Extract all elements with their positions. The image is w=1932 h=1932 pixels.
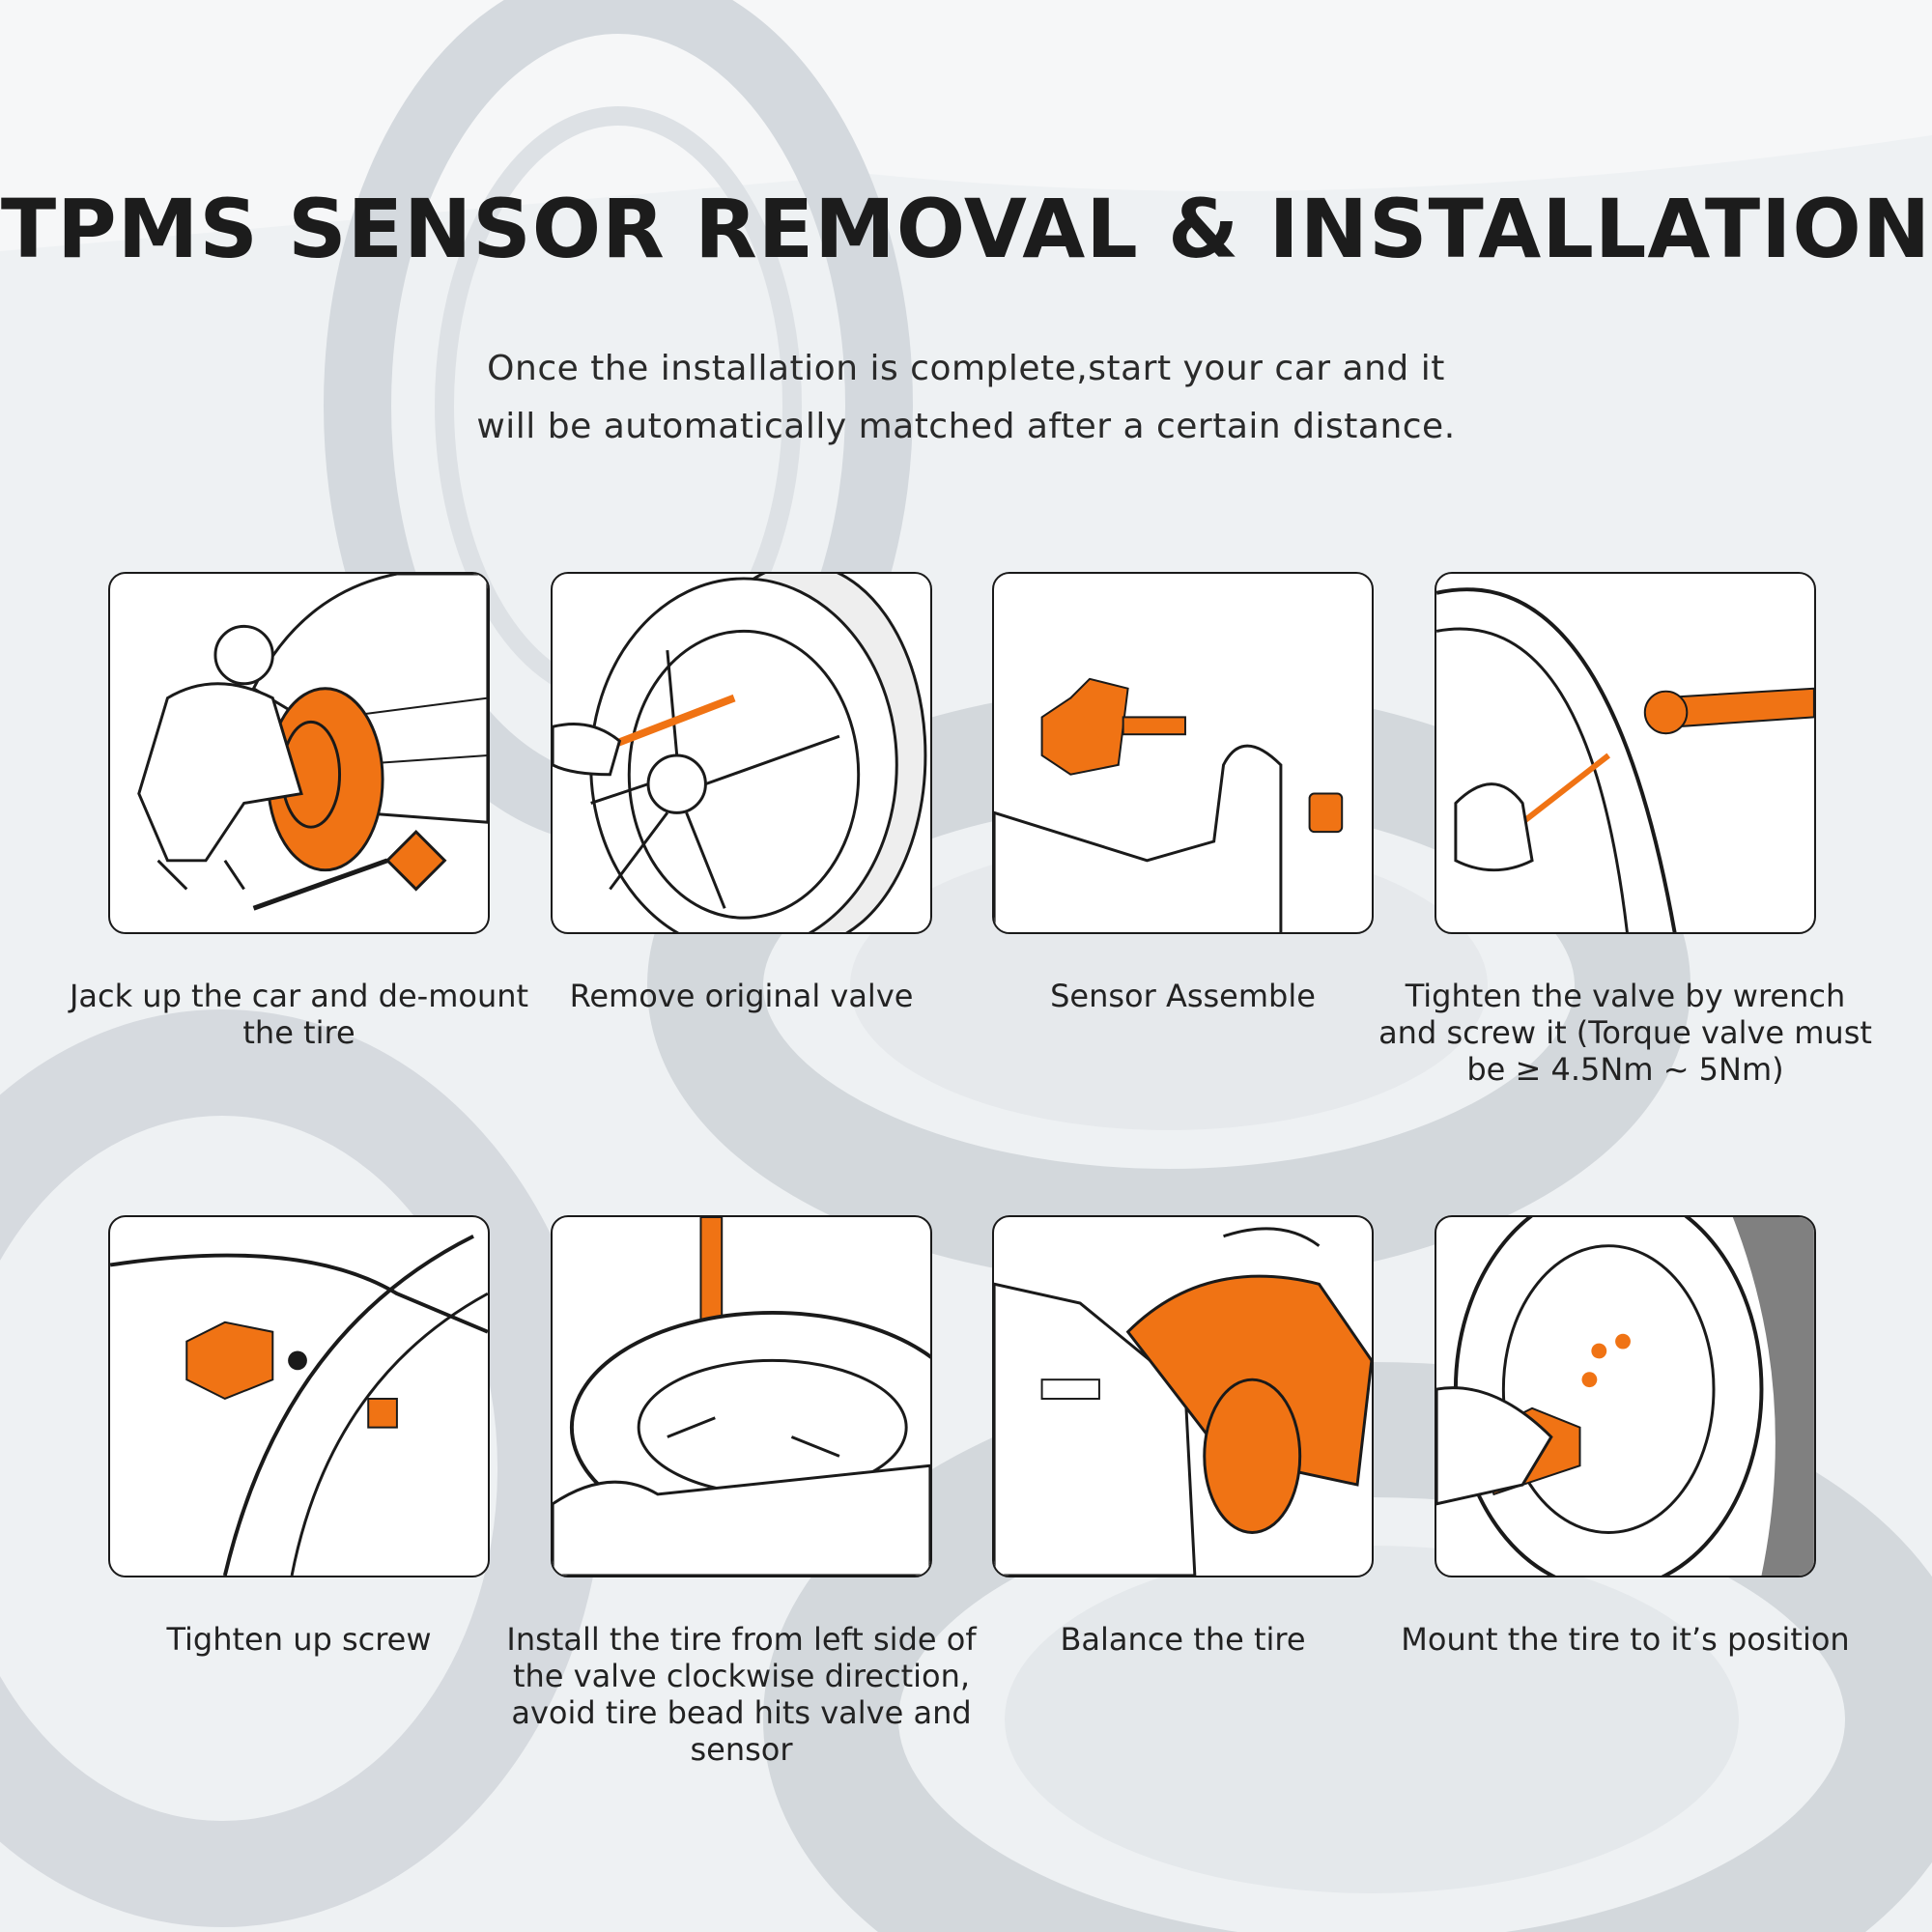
step-1-card xyxy=(108,572,490,934)
step-7-card xyxy=(992,1215,1374,1577)
step-5-caption: Tighten up screw xyxy=(166,1621,432,1658)
step-8: Mount the tire to it’s position xyxy=(1401,1215,1850,1658)
step-2-card xyxy=(551,572,932,934)
step-4-card xyxy=(1435,572,1816,934)
step-7: Balance the tire xyxy=(992,1215,1374,1658)
step-1-caption: Jack up the car and de-mount the tire xyxy=(69,978,529,1051)
step-8-card xyxy=(1435,1215,1816,1577)
step-8-caption: Mount the tire to it’s position xyxy=(1401,1621,1850,1658)
step-4: Tighten the valve by wrench and screw it… xyxy=(1378,572,1872,1088)
step-2-caption: Remove original valve xyxy=(569,978,914,1014)
subtitle-line-2: will be automatically matched after a ce… xyxy=(476,407,1456,446)
subtitle-line-1: Once the installation is complete,start … xyxy=(487,349,1445,388)
step-6-caption: Install the tire from left side of the v… xyxy=(506,1621,977,1768)
wrench-icon xyxy=(1436,587,1814,932)
mount-tire-icon xyxy=(1436,1217,1814,1576)
step-5: Tighten up screw xyxy=(108,1215,490,1658)
jack-car-icon xyxy=(137,574,488,911)
step-2: Remove original valve xyxy=(551,572,932,1014)
remove-valve-icon xyxy=(553,574,927,932)
step-6-card xyxy=(551,1215,932,1577)
step-6: Install the tire from left side of the v… xyxy=(506,1215,977,1768)
page-subtitle: Once the installation is complete,start … xyxy=(386,340,1546,456)
step-3-caption: Sensor Assemble xyxy=(1050,978,1316,1014)
screw-icon xyxy=(110,1235,488,1576)
step-3-card xyxy=(992,572,1374,934)
step-1: Jack up the car and de-mount the tire xyxy=(70,572,528,1051)
step-7-caption: Balance the tire xyxy=(1060,1621,1306,1658)
step-5-card xyxy=(108,1215,490,1577)
tire-changer-icon xyxy=(553,1217,930,1576)
step-3: Sensor Assemble xyxy=(992,572,1374,1014)
page-title: TPMS SENSOR REMOVAL & INSTALLATION xyxy=(0,182,1932,276)
step-4-caption: Tighten the valve by wrench and screw it… xyxy=(1378,978,1872,1088)
balancer-icon xyxy=(994,1227,1372,1576)
sensor-assemble-icon xyxy=(994,677,1344,932)
